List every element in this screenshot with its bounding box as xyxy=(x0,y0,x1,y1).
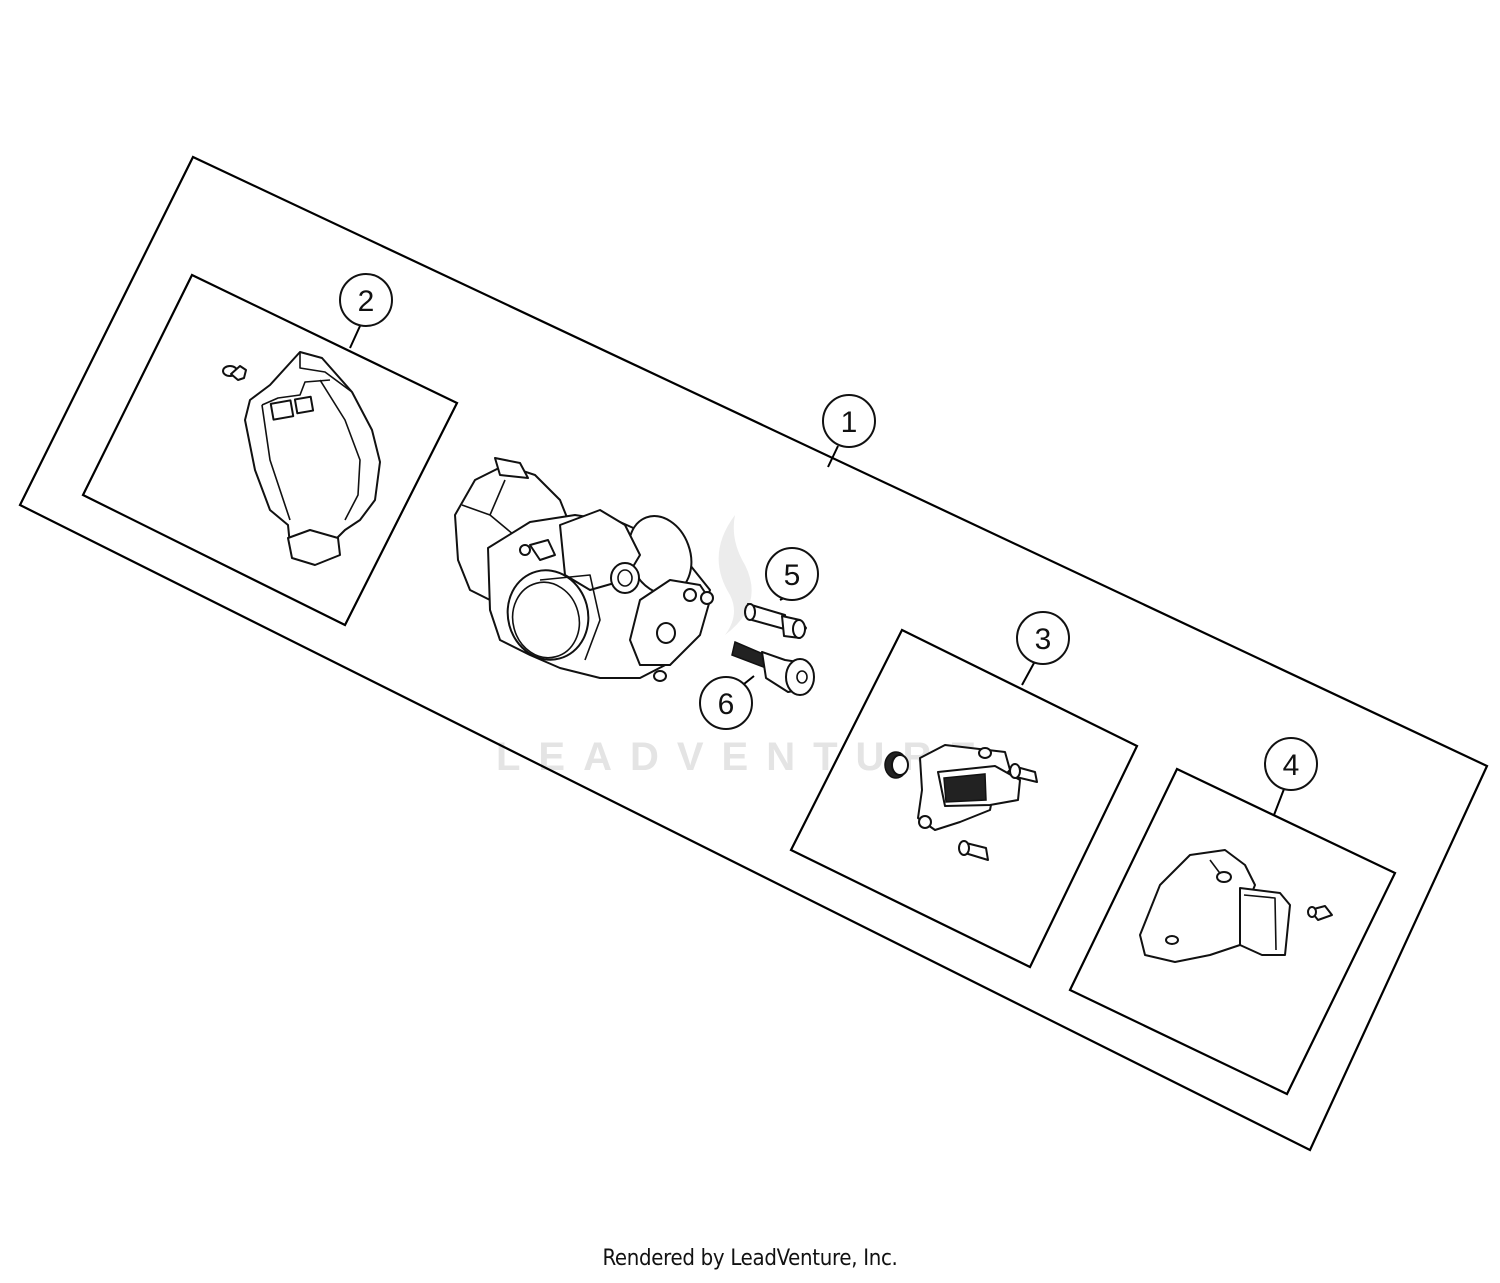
callout-5-label: 5 xyxy=(784,559,801,592)
callout-2-label: 2 xyxy=(358,285,375,318)
part-3-frame xyxy=(789,628,1139,969)
callout-1-label: 1 xyxy=(841,406,858,439)
adjusting-screw-drawing xyxy=(731,640,815,696)
assembly-frame xyxy=(18,155,1489,1152)
watermark-text: LEADVENTURE xyxy=(496,735,994,779)
part-4-frame xyxy=(1068,767,1397,1096)
callout-6[interactable]: 6 xyxy=(699,675,755,730)
throttle-body-drawing xyxy=(454,457,714,682)
callout-3-label: 3 xyxy=(1035,623,1052,656)
callout-1[interactable]: 1 xyxy=(822,394,876,468)
callout-2[interactable]: 2 xyxy=(339,273,393,349)
cable-cover-clamp-drawing xyxy=(222,351,381,566)
callout-6-label: 6 xyxy=(718,688,735,721)
part-2-frame xyxy=(81,273,459,627)
tps-drawing xyxy=(1139,849,1333,963)
callout-4-label: 4 xyxy=(1283,749,1300,782)
footer-credit: Rendered by LeadVenture, Inc. xyxy=(602,1246,898,1271)
map-sensor-drawing xyxy=(884,744,1038,861)
callout-4[interactable]: 4 xyxy=(1264,737,1318,816)
idle-screw-drawing xyxy=(744,603,807,639)
callout-3[interactable]: 3 xyxy=(1016,611,1070,686)
callout-5[interactable]: 5 xyxy=(765,547,819,601)
